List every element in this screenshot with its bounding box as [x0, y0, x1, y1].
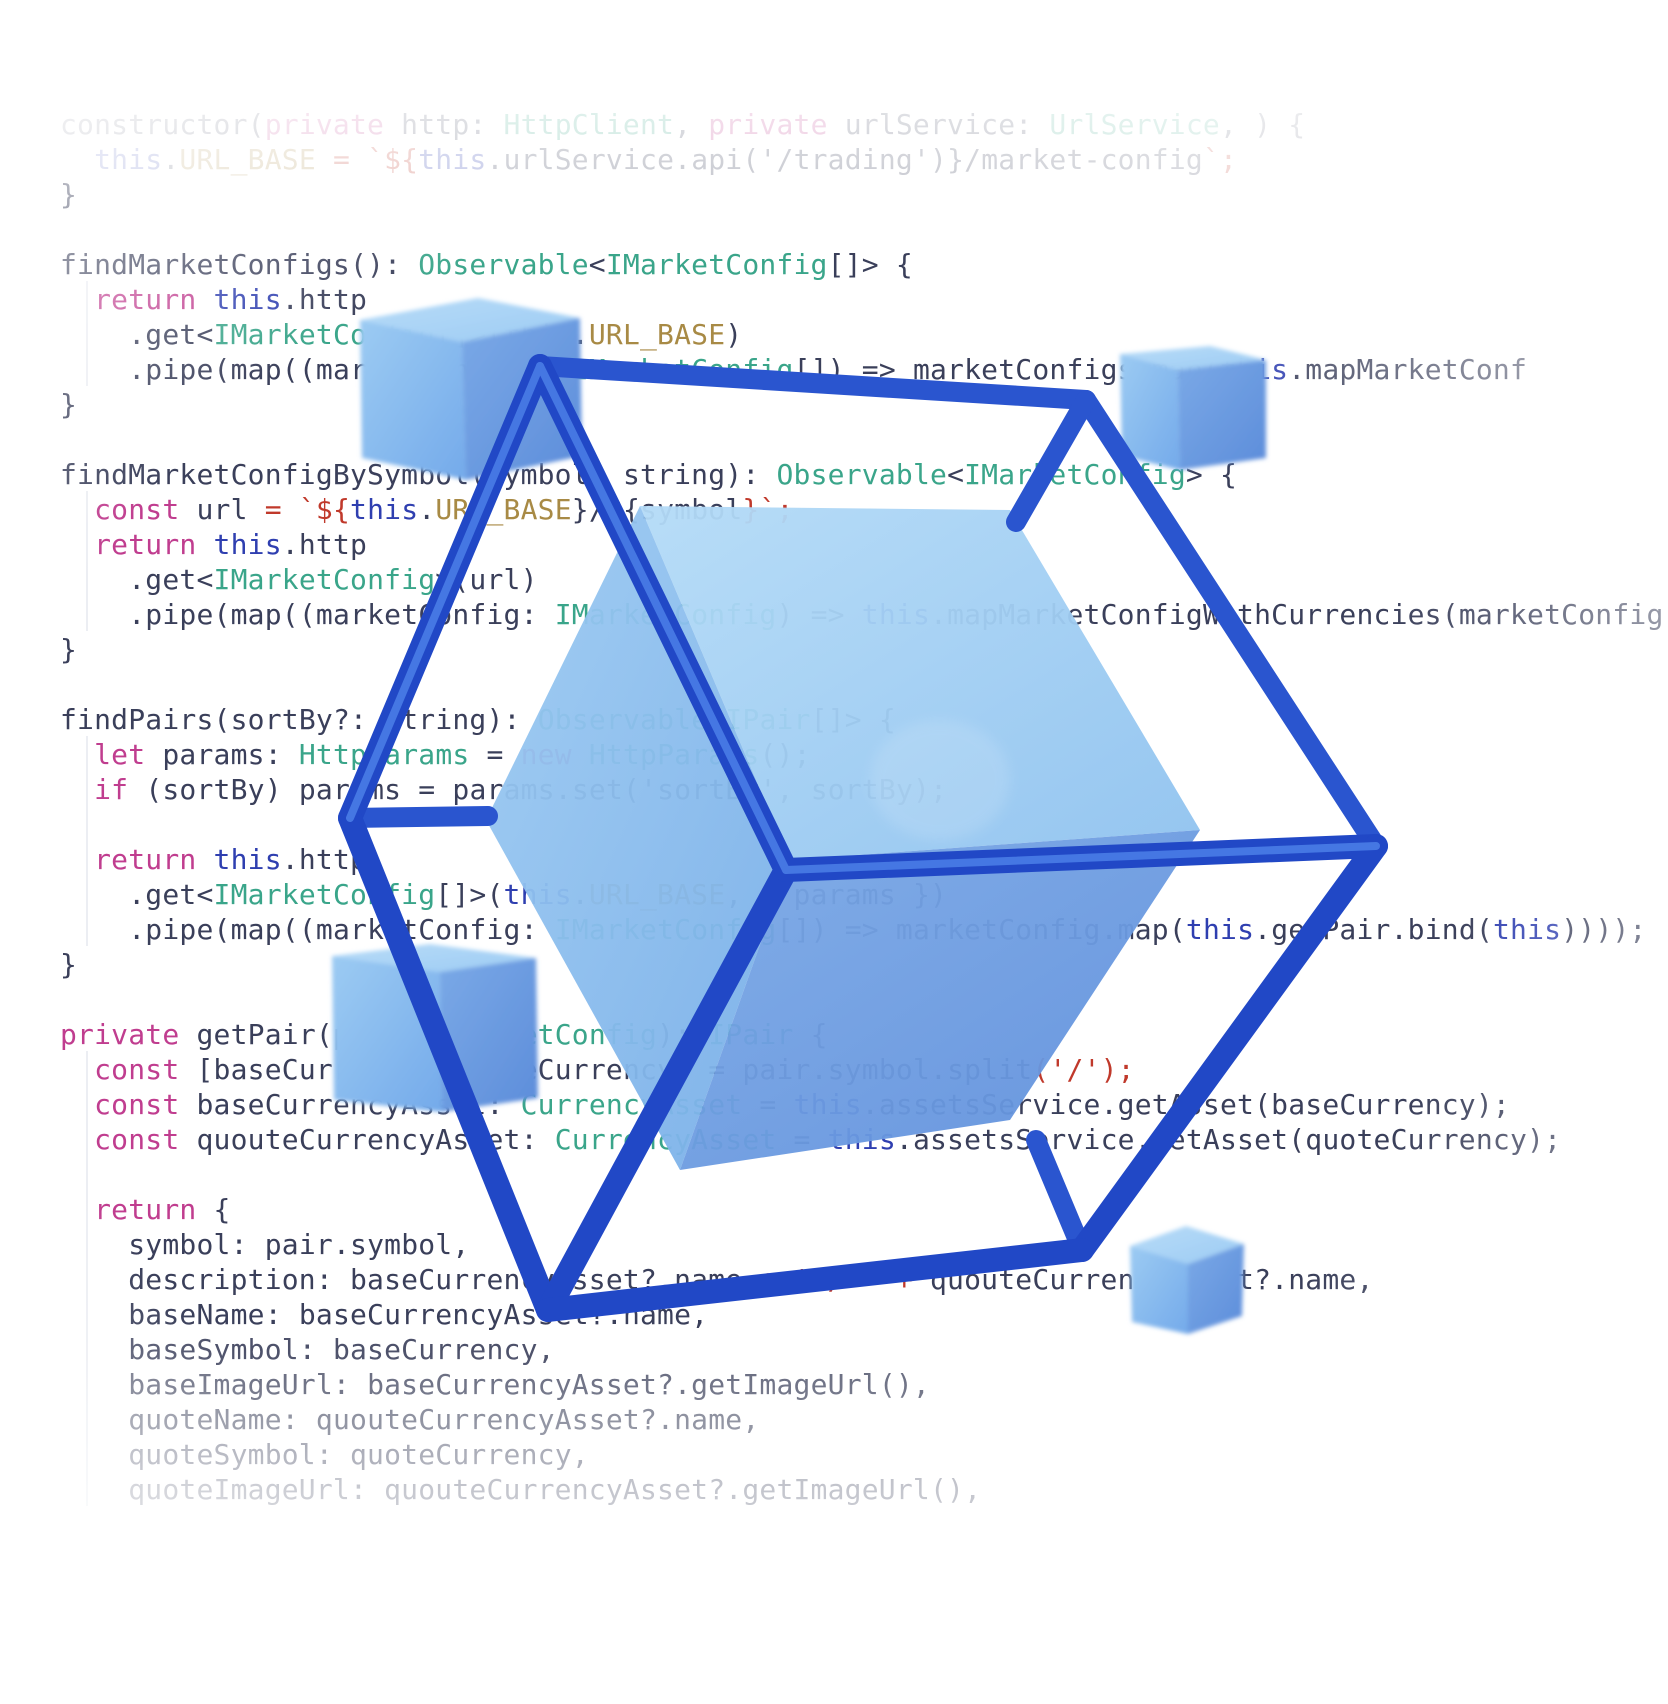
small-cube-bottom-right	[1130, 1226, 1244, 1334]
small-cube-top-right	[1120, 346, 1266, 470]
inner-cube	[486, 506, 1200, 1170]
wire-frame	[338, 354, 1388, 1322]
